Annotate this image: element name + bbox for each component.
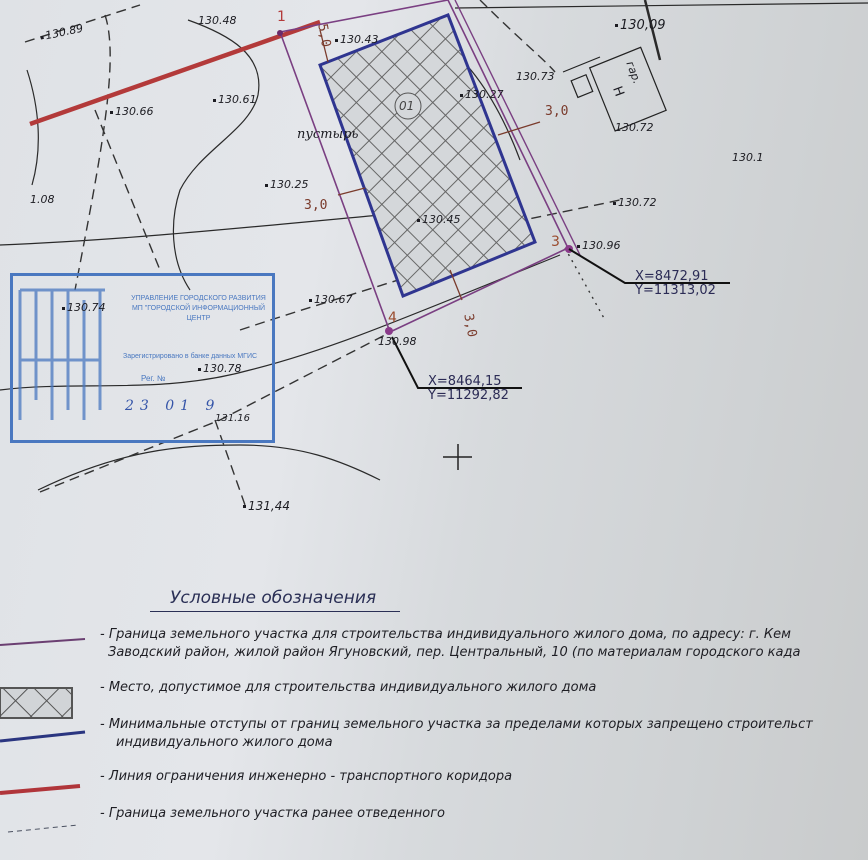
legend-title: Условные обозначения — [170, 588, 377, 608]
elevation-label: 131.16 — [215, 413, 250, 424]
garage-building — [570, 46, 667, 132]
point-number-1: 1 — [277, 9, 286, 25]
setback-dimension: 3,0 — [545, 104, 569, 119]
legend-title-underline — [150, 611, 400, 612]
grid-cross — [443, 444, 472, 470]
stamp-header: УПРАВЛЕНИЕ ГОРОДСКОГО РАЗВИТИЯ МП "ГОРОД… — [121, 294, 276, 324]
legend-text-line: - Граница земельного участка ранее отвед… — [100, 806, 446, 821]
legend-item-buildable-area: - Место, допустимое для строительства ин… — [100, 679, 596, 697]
point-number-4: 4 — [388, 310, 397, 326]
legend-item-plot-boundary: - Граница земельного участка для строите… — [100, 626, 800, 662]
stamp-line-1: УПРАВЛЕНИЕ ГОРОДСКОГО РАЗВИТИЯ — [131, 295, 266, 302]
coord-y: Y=11292,82 — [428, 388, 509, 403]
legend-text-line: - Минимальные отступы от границ земельно… — [100, 717, 813, 732]
elevation-label: 130.78 — [198, 362, 242, 375]
elevation-label: 130.25 — [265, 178, 309, 191]
buildable-area — [318, 13, 537, 298]
legend-text-line: - Граница земельного участка для строите… — [100, 627, 791, 642]
elevation-label: 130.61 — [213, 93, 257, 106]
elevation-label: 130.45 — [417, 213, 461, 226]
registration-stamp: УПРАВЛЕНИЕ ГОРОДСКОГО РАЗВИТИЯ МП "ГОРОД… — [10, 273, 275, 443]
elevation-label: 131,44 — [243, 499, 290, 513]
elevation-label: 130.1 — [732, 151, 764, 164]
legend-text-line: - Линия ограничения инженерно - транспор… — [100, 769, 513, 784]
coord-x: X=8472,91 — [635, 269, 709, 284]
elevation-label: 130.27 — [460, 88, 504, 101]
elevation-label: 130.67 — [309, 293, 353, 306]
elevation-label: 130.96 — [577, 239, 621, 252]
stamp-line-3: ЦЕНТР — [186, 315, 211, 322]
coordinates-point-4: X=8464,15 Y=11292,82 — [428, 375, 509, 403]
elevation-label: 130,09 — [615, 18, 666, 33]
point-marker-4 — [385, 327, 393, 335]
stamp-line-2: МП "ГОРОДСКОЙ ИНФОРМАЦИОННЫЙ — [131, 305, 266, 312]
elevation-label: 130.73 — [516, 70, 555, 83]
elevation-label: 130.66 — [110, 105, 154, 118]
elevation-label: 130.74 — [62, 301, 106, 314]
place-name-wasteland: пустырь — [297, 127, 359, 142]
legend-text-line: индивидуального жилого дома — [116, 735, 333, 750]
elevation-label: 130.72 — [615, 121, 654, 134]
point-number-3: 3 — [551, 234, 560, 250]
stamp-registered-text: Зарегистрировано в банке данных МГИС — [123, 353, 258, 360]
coord-y: Y=11313,02 — [635, 283, 716, 298]
setback-dimension: 3,0 — [304, 198, 328, 213]
coordinates-point-3: X=8472,91 Y=11313,02 — [635, 270, 716, 298]
elevation-label: 130.72 — [613, 196, 657, 209]
plot-number: 01 — [399, 99, 415, 113]
legend-item-setbacks: - Минимальные отступы от границ земельно… — [100, 716, 813, 752]
stamp-handwritten-date: 23 01 9 — [125, 398, 221, 414]
stamp-emblem — [18, 288, 105, 420]
elevation-label: 130.98 — [378, 335, 417, 348]
coord-x: X=8464,15 — [428, 374, 502, 389]
elevation-label: 130.48 — [198, 14, 237, 27]
legend-swatches — [0, 638, 86, 833]
stamp-reg-number-label: Рег. № — [141, 374, 166, 383]
elevation-label: 1.08 — [30, 193, 55, 206]
corridor-line — [29, 19, 321, 127]
point-marker-1 — [277, 30, 283, 36]
elevation-label: 130.43 — [335, 33, 379, 46]
legend-item-old-boundary: - Граница земельного участка ранее отвед… — [100, 805, 445, 823]
legend-text-line: Заводский район, жилой район Ягуновский,… — [108, 645, 801, 660]
setback-dimensions — [319, 29, 541, 301]
legend-text-line: - Место, допустимое для строительства ин… — [100, 680, 597, 695]
legend-item-corridor-line: - Линия ограничения инженерно - транспор… — [100, 768, 512, 786]
